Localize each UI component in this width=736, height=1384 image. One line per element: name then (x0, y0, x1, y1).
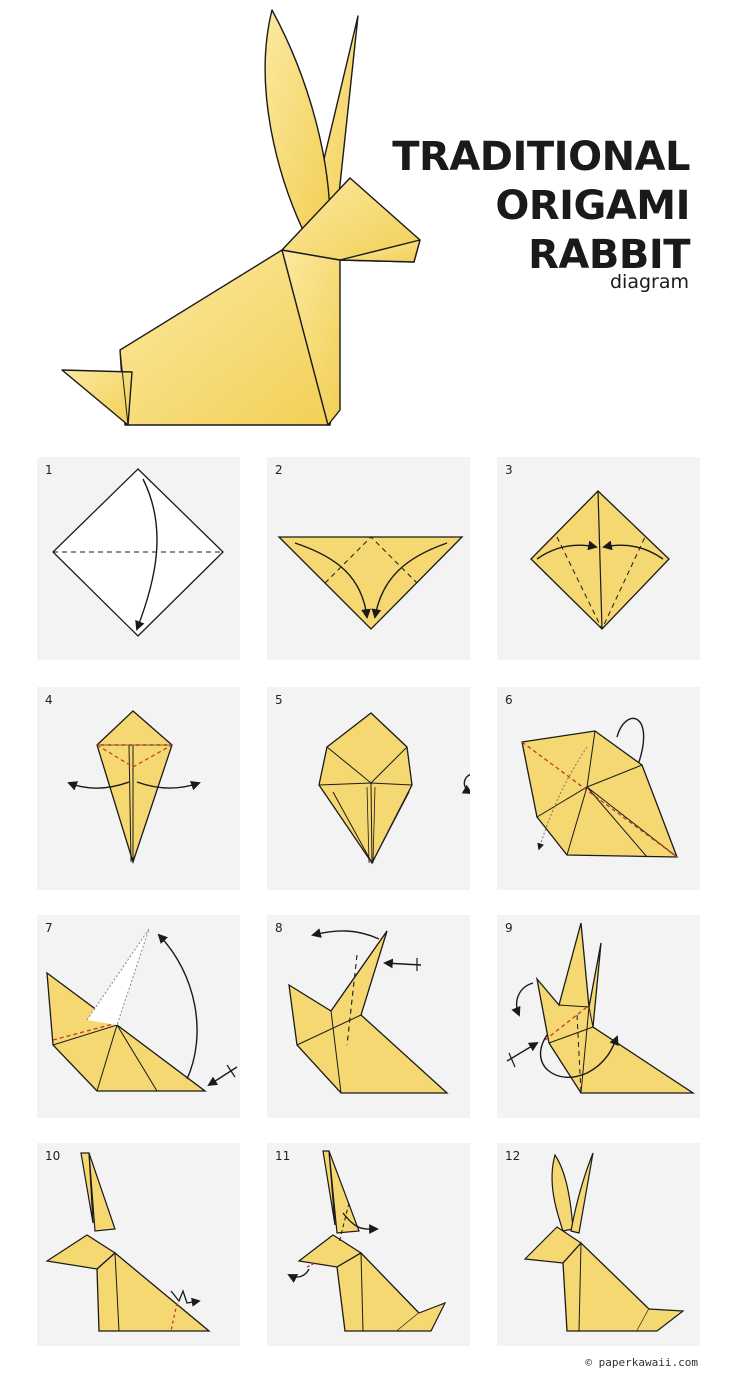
step-4-diagram (67, 710, 201, 865)
step-2-panel: 2 (267, 457, 470, 660)
step-7-diagram (46, 928, 238, 1092)
step-number: 12 (505, 1149, 521, 1163)
credit-text: © paperkawaii.com (585, 1356, 698, 1369)
step-12-panel: 12 (497, 1143, 700, 1346)
step-3-diagram (530, 490, 670, 631)
step-9-diagram (506, 922, 696, 1094)
step-2-diagram (277, 536, 464, 630)
step-3-panel: 3 (497, 457, 700, 660)
step-number: 6 (505, 693, 513, 707)
step-number: 4 (45, 693, 53, 707)
title-line-1: TRADITIONAL (392, 134, 690, 180)
step-number: 1 (45, 463, 53, 477)
hero-rabbit-illustration (61, 9, 421, 426)
step-4-panel: 4 (37, 687, 240, 890)
step-6-diagram (521, 717, 678, 858)
step-number: 5 (275, 693, 283, 707)
step-11-diagram (287, 1150, 447, 1332)
step-number: 7 (45, 921, 53, 935)
step-number: 11 (275, 1149, 291, 1163)
step-number: 10 (45, 1149, 61, 1163)
step-5-panel: 5 (267, 687, 470, 890)
step-10-panel: 10 (37, 1143, 240, 1346)
step-1-panel: 1 (37, 457, 240, 660)
title-line-3: RABBIT (528, 232, 690, 278)
step-number: 9 (505, 921, 513, 935)
step-9-panel: 9 (497, 915, 700, 1118)
step-10-diagram (45, 1152, 211, 1332)
step-number: 3 (505, 463, 513, 477)
step-7-panel: 7 (37, 915, 240, 1118)
step-11-panel: 11 (267, 1143, 470, 1346)
step-number: 8 (275, 921, 283, 935)
step-8-diagram (288, 928, 449, 1094)
step-5-diagram (318, 712, 470, 865)
page-subtitle: diagram (609, 271, 689, 293)
step-8-panel: 8 (267, 915, 470, 1118)
title-line-2: ORIGAMI (495, 183, 690, 229)
step-number: 2 (275, 463, 283, 477)
step-12-diagram (523, 1152, 685, 1332)
page-title: TRADITIONAL ORIGAMI RABBIT (392, 133, 690, 280)
step-1-diagram (52, 468, 224, 637)
step-6-panel: 6 (497, 687, 700, 890)
